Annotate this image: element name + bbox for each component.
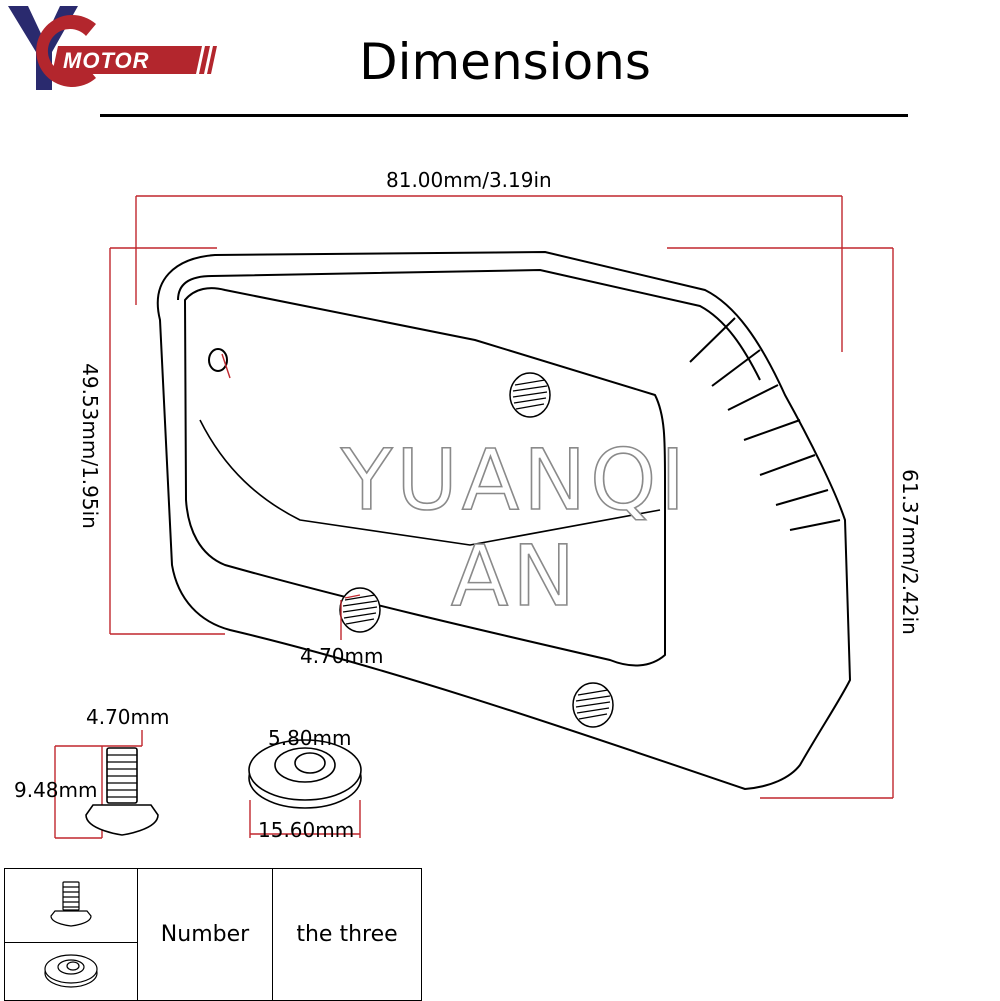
table-cell-value: the three xyxy=(272,868,422,1001)
small-hole xyxy=(208,348,228,372)
parts-table: Number the three xyxy=(4,868,422,1001)
fin-1 xyxy=(689,317,736,363)
watermark: YUANQI AN xyxy=(340,431,689,625)
logo: MOTOR xyxy=(0,0,230,100)
bracket-rim xyxy=(177,269,761,381)
logo-bar xyxy=(52,46,198,74)
table-cell-washer xyxy=(4,942,138,1001)
table-label: Number xyxy=(160,922,250,947)
fin-2 xyxy=(711,349,761,387)
dim-washer-outer: 15.60mm xyxy=(258,818,355,842)
threaded-hole-bottom xyxy=(572,682,614,728)
logo-graphic xyxy=(8,6,217,90)
fin-6 xyxy=(775,489,829,506)
bracket-outline xyxy=(156,251,851,790)
dim-width-top: 81.00mm/3.19in xyxy=(386,168,552,192)
bracket-outer xyxy=(156,251,851,790)
threaded-hole-middle xyxy=(339,587,381,633)
dim-height-left: 49.53mm/1.95in xyxy=(78,363,102,529)
dim-screw-length: 9.48mm xyxy=(14,778,98,802)
threaded-hole-top xyxy=(509,372,551,418)
table-cell-screw xyxy=(4,868,138,943)
washer-drawing xyxy=(248,739,362,809)
logo-c-letter xyxy=(36,15,96,87)
threaded-holes xyxy=(339,372,614,728)
dim-screw-diameter: 4.70mm xyxy=(86,705,170,729)
washer-icon xyxy=(44,954,98,988)
fin-4 xyxy=(743,419,801,441)
page-title: Dimensions xyxy=(359,33,651,91)
fin-3 xyxy=(727,384,779,411)
bracket-inner-edge xyxy=(199,419,661,546)
screw-icon xyxy=(50,881,92,927)
screw-drawing xyxy=(85,747,159,836)
fin-7 xyxy=(789,519,841,531)
dim-washer-inner: 5.80mm xyxy=(268,726,352,750)
table-value: the three xyxy=(296,922,398,947)
dim-hole: 4.70mm xyxy=(300,644,384,668)
logo-text: MOTOR xyxy=(63,48,150,73)
bracket-inner-panel xyxy=(184,287,666,667)
title-divider xyxy=(100,114,908,117)
table-cell-label: Number xyxy=(137,868,273,1001)
dim-height-right: 61.37mm/2.42in xyxy=(898,469,922,635)
dimension-lines xyxy=(54,195,894,839)
fin-5 xyxy=(759,454,816,476)
